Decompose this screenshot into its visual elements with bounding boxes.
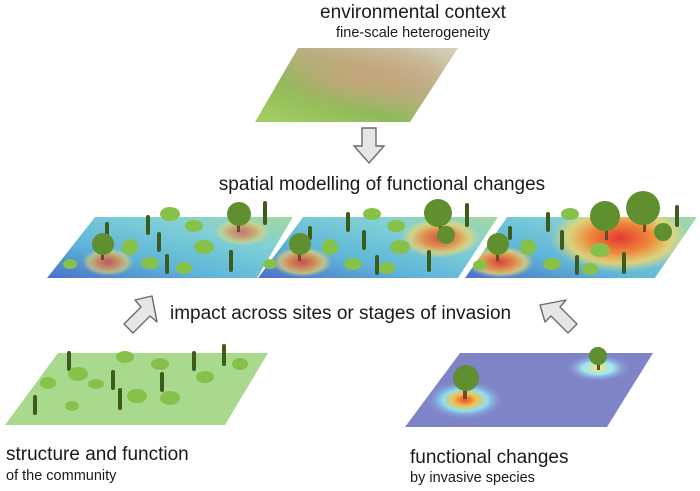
terrain-panel	[255, 48, 458, 122]
heatmap-vegetation	[63, 191, 679, 275]
community-panel	[5, 344, 268, 425]
invasive-panel	[405, 347, 653, 427]
spatial-modelling-title: spatial modelling of functional changes	[218, 174, 546, 195]
heatmap-panel-1	[47, 217, 293, 278]
up-left-arrow-icon	[539, 299, 578, 334]
environmental-context-subtitle: fine-scale heterogeneity	[336, 25, 490, 41]
community-title: structure and function	[6, 444, 189, 465]
community-subtitle: of the community	[6, 468, 117, 484]
down-arrow-icon	[352, 127, 386, 165]
impact-label: impact across sites or stages of invasio…	[170, 303, 512, 324]
invasive-subtitle: by invasive species	[410, 470, 535, 486]
environmental-context-title: environmental context	[320, 2, 506, 23]
heatmap-panel-3	[465, 217, 697, 278]
up-right-arrow-icon	[123, 295, 158, 334]
invasive-title: functional changes	[410, 447, 569, 468]
